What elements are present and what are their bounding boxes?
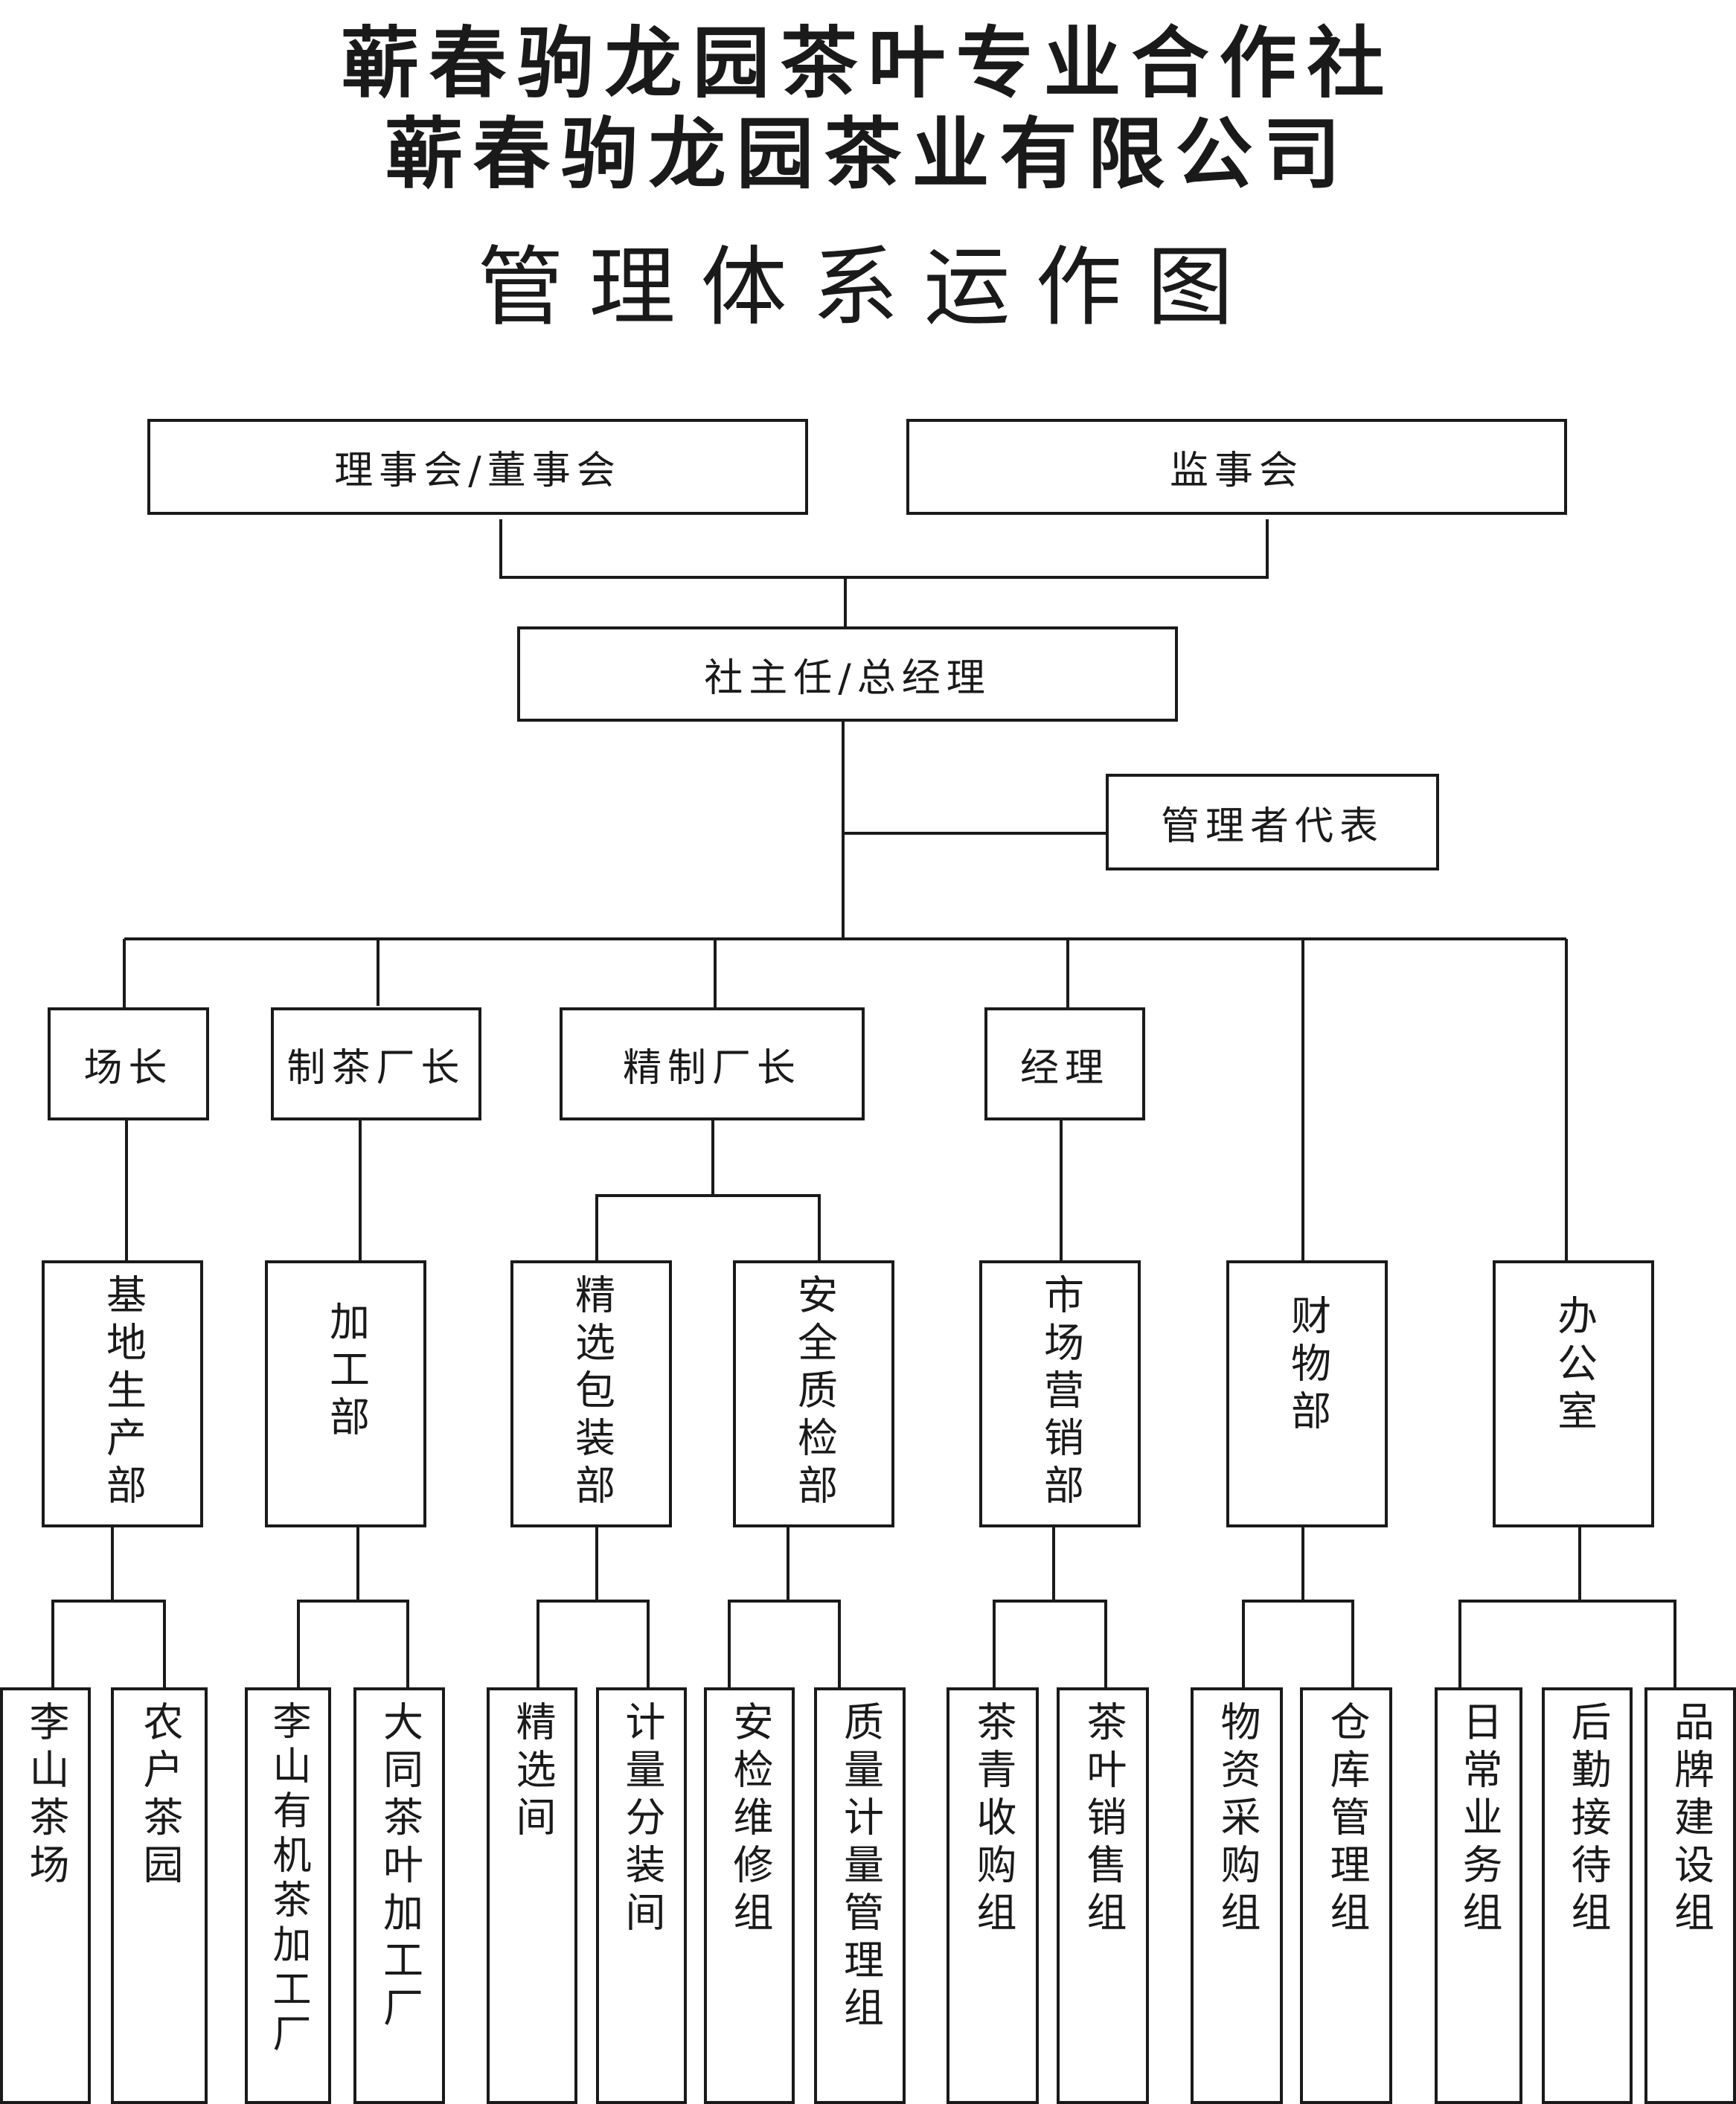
dept-processing-label: 加工部 xyxy=(322,1300,370,1443)
dept-processing: 加工部 xyxy=(265,1260,426,1527)
unit-farmer-garden: 农户茶园 xyxy=(111,1687,208,2104)
unit-safety-repair-label: 安检维修组 xyxy=(726,1701,773,1939)
farm-head-box: 场长 xyxy=(48,1007,209,1120)
dept-office-label: 办公室 xyxy=(1550,1295,1598,1437)
unit-safety-repair: 安检维修组 xyxy=(704,1687,795,2104)
dept-quality-safety: 安全质检部 xyxy=(733,1260,894,1527)
unit-brand-label: 品牌建设组 xyxy=(1667,1701,1714,1939)
dept-finance: 财物部 xyxy=(1226,1260,1388,1527)
unit-metering-room-label: 计量分装间 xyxy=(618,1701,665,1939)
unit-daily-affairs: 日常业务组 xyxy=(1435,1687,1522,2104)
director-label: 社主任/总经理 xyxy=(704,655,991,701)
unit-selection-room-label: 精选间 xyxy=(509,1701,556,1844)
dept-finance-label: 财物部 xyxy=(1284,1295,1331,1437)
unit-metering-room: 计量分装间 xyxy=(596,1687,687,2104)
unit-material-purchase-label: 物资采购组 xyxy=(1214,1701,1261,1939)
tea-factory-head-label: 制茶厂长 xyxy=(286,1045,466,1091)
unit-logistics: 后勤接待组 xyxy=(1542,1687,1633,2104)
refine-factory-head-box: 精制厂长 xyxy=(560,1007,865,1120)
manager-label: 经理 xyxy=(1019,1045,1109,1091)
unit-quality-metering-label: 质量计量管理组 xyxy=(836,1701,884,2034)
refine-factory-head-label: 精制厂长 xyxy=(622,1045,801,1091)
unit-lishan-farm-label: 李山茶场 xyxy=(22,1701,69,1891)
unit-logistics-label: 后勤接待组 xyxy=(1564,1701,1611,1939)
title-diagram: 管理体系运作图 xyxy=(477,237,1259,338)
dept-selection-packing-label: 精选包装部 xyxy=(568,1274,615,1512)
dept-quality-safety-label: 安全质检部 xyxy=(790,1274,838,1512)
unit-datong-factory-label: 大同茶叶加工厂 xyxy=(376,1701,423,2034)
director-box: 社主任/总经理 xyxy=(517,626,1178,722)
unit-material-purchase: 物资采购组 xyxy=(1191,1687,1283,2104)
title-company: 蕲春驹龙园茶业有限公司 xyxy=(385,109,1351,199)
unit-lishan-organic-label: 李山有机茶加工厂 xyxy=(266,1701,310,2058)
mgmt-rep-box: 管理者代表 xyxy=(1106,774,1439,870)
unit-leaf-purchase-label: 茶青收购组 xyxy=(970,1701,1016,1939)
unit-selection-room: 精选间 xyxy=(487,1687,577,2104)
tea-factory-head-box: 制茶厂长 xyxy=(271,1007,481,1120)
manager-box: 经理 xyxy=(984,1007,1145,1120)
unit-tea-sales: 茶叶销售组 xyxy=(1057,1687,1149,2104)
unit-warehouse-label: 仓库管理组 xyxy=(1323,1701,1370,1939)
unit-datong-factory: 大同茶叶加工厂 xyxy=(353,1687,445,2104)
unit-leaf-purchase: 茶青收购组 xyxy=(947,1687,1039,2104)
unit-warehouse: 仓库管理组 xyxy=(1300,1687,1392,2104)
dept-marketing-label: 市场营销部 xyxy=(1037,1274,1084,1512)
board-box: 理事会/董事会 xyxy=(147,419,808,515)
mgmt-rep-label: 管理者代表 xyxy=(1160,804,1384,849)
unit-lishan-organic: 李山有机茶加工厂 xyxy=(245,1687,331,2104)
unit-farmer-garden-label: 农户茶园 xyxy=(136,1701,183,1891)
unit-daily-affairs-label: 日常业务组 xyxy=(1455,1701,1502,1939)
dept-base-production: 基地生产部 xyxy=(42,1260,203,1527)
unit-tea-sales-label: 茶叶销售组 xyxy=(1080,1701,1127,1939)
unit-quality-metering: 质量计量管理组 xyxy=(814,1687,906,2104)
farm-head-label: 场长 xyxy=(83,1045,173,1091)
title-cooperative: 蕲春驹龙园茶叶专业合作社 xyxy=(341,18,1395,109)
dept-selection-packing: 精选包装部 xyxy=(510,1260,672,1527)
dept-office: 办公室 xyxy=(1493,1260,1654,1527)
supervisors-box: 监事会 xyxy=(906,419,1567,515)
dept-base-production-label: 基地生产部 xyxy=(99,1274,147,1512)
dept-marketing: 市场营销部 xyxy=(979,1260,1141,1527)
unit-lishan-farm: 李山茶场 xyxy=(0,1687,91,2104)
unit-brand: 品牌建设组 xyxy=(1644,1687,1736,2104)
board-label: 理事会/董事会 xyxy=(334,449,621,493)
supervisors-label: 监事会 xyxy=(1169,449,1304,493)
